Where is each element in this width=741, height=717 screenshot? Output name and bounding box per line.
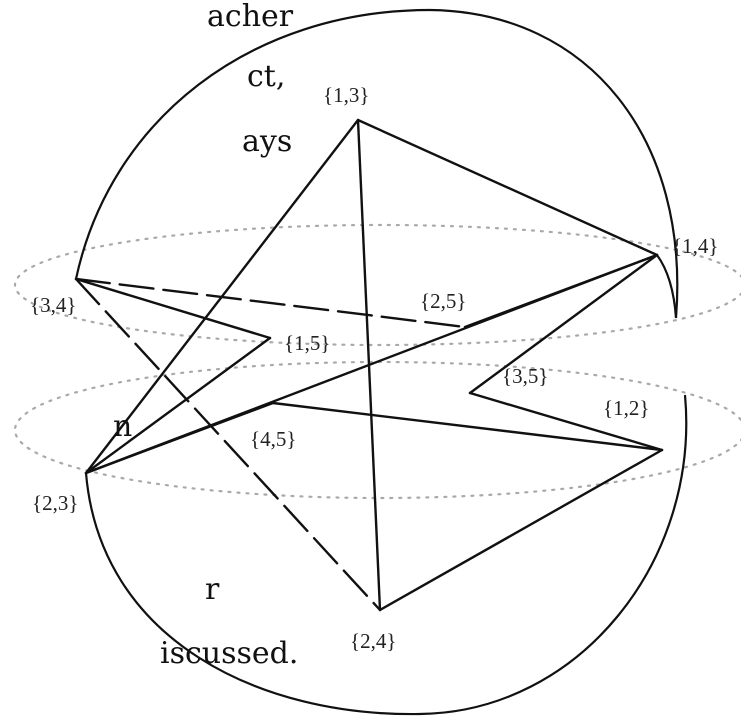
vertex-label-v23: {2,3} (32, 491, 78, 515)
vertex-label-v35: {3,5} (502, 364, 548, 388)
text-fragment-3: ays (242, 124, 293, 159)
vertex-label-v15: {1,5} (284, 331, 330, 355)
edge-e14-23 (84, 253, 659, 475)
graph-vertex-labels: {1,3} {1,4} {3,4} {2,5} {1,5} {3,5} {1,2} {4,5}… (30, 83, 718, 653)
text-fragment-2: ct, (247, 59, 286, 94)
edge-e34-25 (74, 277, 467, 329)
edge-e34-15 (74, 277, 272, 340)
vertex-label-v13: {1,3} (323, 83, 369, 107)
vertex-label-v25: {2,5} (420, 289, 466, 313)
edge-e12-24 (378, 448, 664, 612)
text-fragment-6: iscussed. (160, 636, 299, 671)
vertex-label-v12: {1,2} (603, 396, 649, 420)
lower-dotted-ellipse (14, 360, 741, 500)
graph-edges (74, 118, 664, 612)
outer-arc-right-upper (656, 254, 678, 319)
text-fragment-1: acher (207, 0, 294, 34)
edge-e13-14 (356, 118, 659, 257)
edge-e15-23 (84, 336, 272, 475)
edge-e14-35 (468, 253, 659, 395)
vertex-label-v34: {3,4} (30, 293, 76, 317)
outer-arc-top (74, 8, 679, 319)
outer-arc-bottom (84, 394, 688, 716)
edge-e35-12 (468, 391, 664, 452)
upper-dotted-ellipse (14, 223, 741, 347)
edge-e34-24 (74, 277, 382, 612)
edge-e45-12 (271, 401, 664, 452)
text-fragment-5: r (205, 572, 220, 607)
vertex-label-v14: {1,4} (672, 234, 718, 258)
vertex-label-v45: {4,5} (250, 427, 296, 451)
vertex-label-v24: {2,4} (350, 629, 396, 653)
